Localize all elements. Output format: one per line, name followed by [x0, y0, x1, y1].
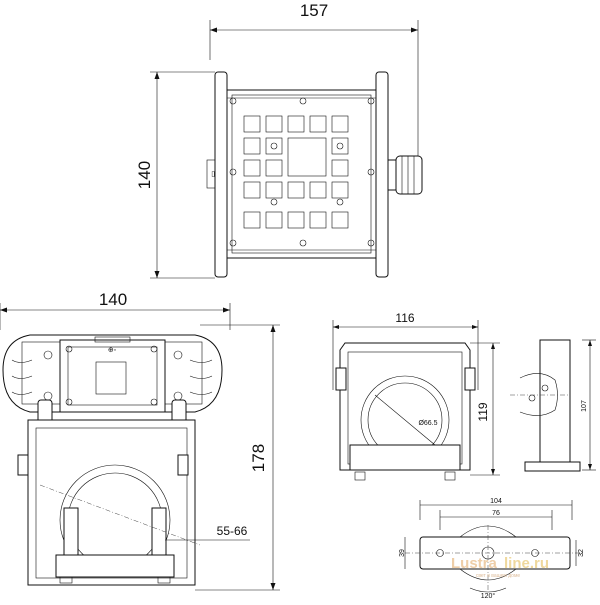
- top-view: 157 140 ▭: [135, 1, 423, 279]
- dim-plate-outer: 104: [490, 498, 502, 505]
- dim-top-height: 140: [135, 161, 154, 189]
- dim-plate-left-height: 39: [399, 549, 406, 557]
- front-view: 140 178 ⊕◦: [0, 290, 280, 591]
- dim-top-width: 157: [300, 1, 328, 20]
- dim-hole-diameter: Ø66.5: [418, 420, 437, 427]
- side-view: 107: [510, 339, 596, 472]
- bracket-view: 116 119 Ø66.5: [332, 311, 500, 481]
- dim-plate-angle: 120°: [481, 592, 496, 600]
- watermark-brand-a: Lustra: [451, 555, 498, 572]
- plate-view: 104 76 39 32 120°: [399, 498, 585, 600]
- led-grid: [243, 115, 349, 229]
- dim-front-height: 178: [249, 444, 268, 472]
- dim-bracket-width: 116: [395, 311, 414, 325]
- cable-gland: [387, 155, 423, 195]
- dim-clamp-range: 55-66: [217, 524, 248, 538]
- dim-front-width: 140: [99, 290, 127, 309]
- watermark-tagline: свет в вашем доме: [476, 573, 521, 579]
- dim-side-height: 107: [581, 400, 588, 412]
- svg-text:▭: ▭: [210, 171, 217, 178]
- svg-text:⊕◦: ⊕◦: [108, 347, 116, 354]
- watermark-brand-b: line.ru: [504, 555, 549, 572]
- dim-bracket-height: 119: [476, 402, 490, 421]
- dim-plate-right-height: 32: [578, 549, 585, 557]
- panel-screws: [229, 97, 375, 247]
- watermark-logo: Lustra line.ru свет в вашем доме: [451, 555, 549, 579]
- dim-plate-inner: 76: [492, 510, 500, 517]
